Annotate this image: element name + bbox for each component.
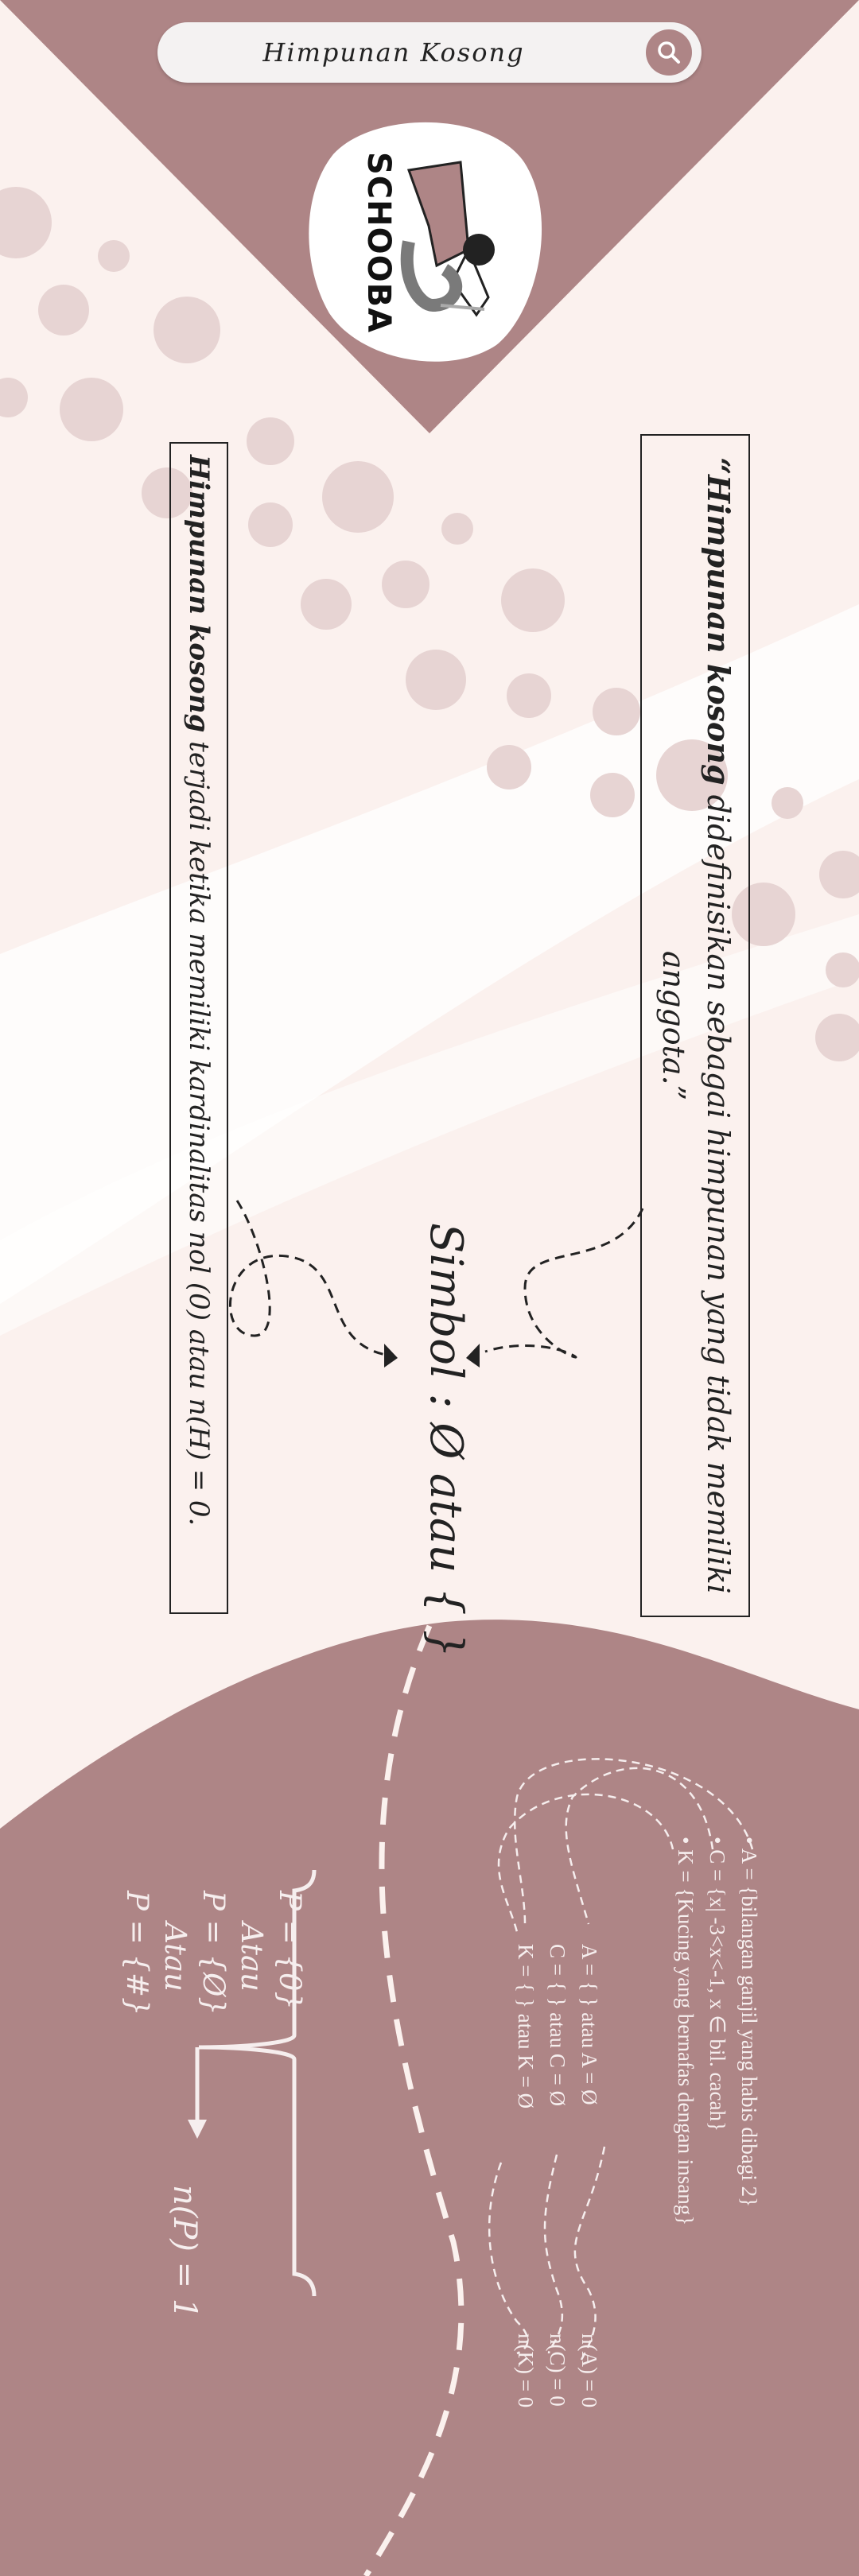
- definition-term: Himpunan kosong: [183, 455, 215, 733]
- logo-wordmark: SCHOOBA: [360, 151, 398, 334]
- cardinal-k: n(K) = 0: [514, 2334, 538, 2408]
- quote-text: didefinisikan sebagai himpunan yang tida…: [656, 785, 736, 1594]
- example-list: • A = {bilangan ganjil yang habis dibagi…: [670, 1837, 765, 2441]
- list-item: Atau: [158, 1922, 192, 1992]
- example-set-c: C = { } atau C = Ø: [546, 1944, 569, 2107]
- search-bar[interactable]: Himpunan Kosong: [157, 22, 702, 83]
- list-item: P = {#}: [120, 1891, 154, 2016]
- cardinal-a: n(A) = 0: [577, 2334, 601, 2408]
- nonempty-set-list: P = {0} Atau P = {Ø} Atau P = {#}: [118, 1891, 309, 2016]
- quote-box: “Himpunan kosong didefinisikan sebagai h…: [640, 434, 750, 1617]
- list-item: • A = {bilangan ganjil yang habis dibagi…: [737, 1837, 761, 2208]
- quote-term: “Himpunan kosong: [701, 457, 737, 786]
- logo-badge: [309, 122, 542, 362]
- nonempty-cardinal: n(P) = 1: [166, 2185, 203, 2319]
- list-item: P = {Ø}: [196, 1891, 231, 2015]
- list-item: Atau: [235, 1922, 269, 1992]
- list-item: • K = {Kucing yang bernafas dengan insan…: [674, 1837, 698, 2226]
- cardinal-c: n(C) = 0: [546, 2334, 569, 2407]
- example-set-k: K = { } atau K = Ø: [514, 1944, 538, 2109]
- definition-text: terjadi ketika memiliki kardinalitas nol…: [183, 732, 215, 1527]
- definition-box: Himpunan kosong terjadi ketika memiliki …: [169, 442, 228, 1614]
- list-item: • C = {x| -3<x<-1, x ∈ bil. cacah}: [705, 1837, 729, 2132]
- schooba-logo: SCHOOBA: [297, 107, 544, 369]
- example-set-a: A = { } atau A = Ø: [577, 1944, 601, 2105]
- search-icon: [658, 41, 680, 64]
- search-button[interactable]: [646, 29, 692, 76]
- list-item: P = {0}: [273, 1891, 307, 2011]
- search-input[interactable]: Himpunan Kosong: [262, 37, 525, 68]
- symbol-label: Simbol : Ø atau { }: [420, 1223, 472, 1658]
